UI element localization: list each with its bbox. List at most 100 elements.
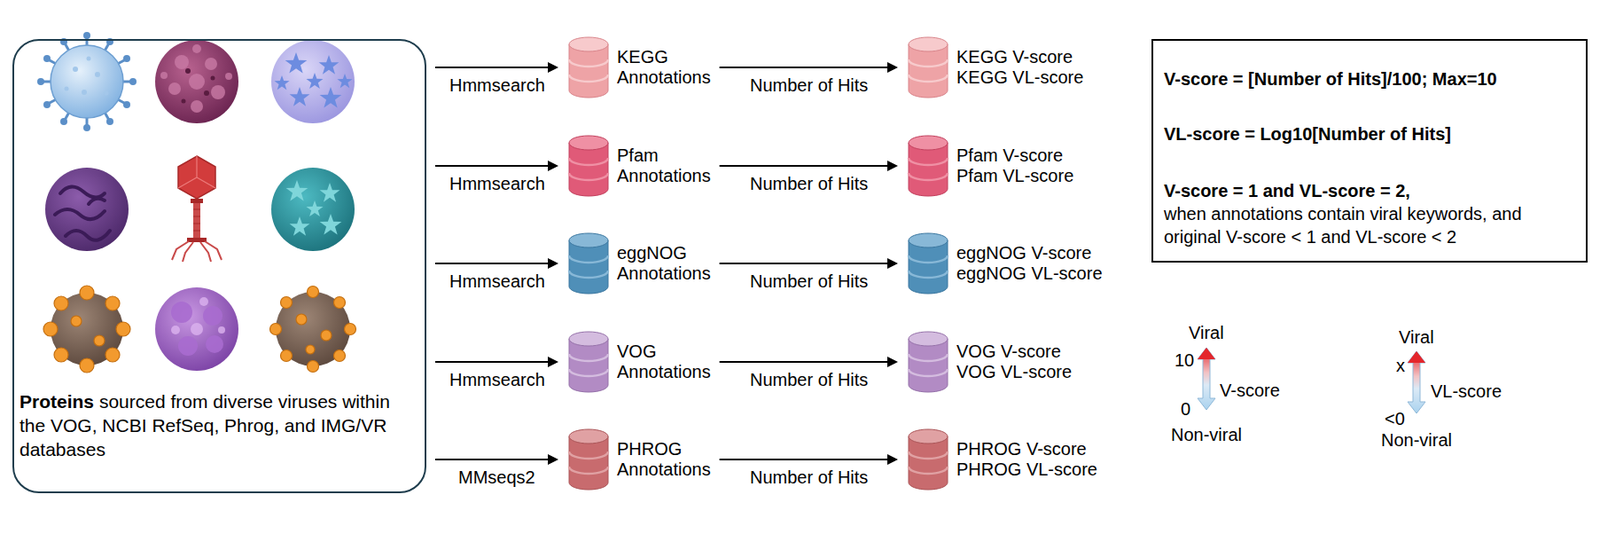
database-top — [569, 135, 609, 150]
art-shape — [178, 156, 216, 188]
database-icon — [906, 231, 950, 296]
art-shape — [334, 296, 346, 309]
art-shape — [1197, 347, 1216, 410]
flow-arrow — [719, 356, 898, 367]
art-shape — [200, 241, 211, 262]
database-body — [569, 142, 609, 196]
flow-arrow — [719, 62, 898, 73]
art-shape — [305, 344, 315, 354]
flow-arrow — [435, 356, 559, 367]
art-shape — [307, 286, 320, 298]
scale-label: x — [1396, 354, 1405, 376]
arrow-shaft — [719, 262, 890, 265]
art-shape — [155, 287, 239, 371]
art-shape — [270, 323, 282, 336]
flow-arrow — [719, 453, 898, 465]
formula-box: V-score = [Number of Hits]/100; Max=10VL… — [1151, 39, 1588, 263]
db-text: Pfam Annotations — [616, 145, 711, 187]
database-top — [569, 233, 609, 248]
art-shape — [289, 86, 311, 107]
database-icon — [906, 35, 950, 100]
flow-arrow — [435, 160, 559, 172]
phage — [171, 156, 222, 262]
score-name: Pfam VL-score — [956, 165, 1074, 187]
art-shape — [79, 358, 94, 373]
database-band — [569, 270, 609, 278]
arrow-label: Number of Hits — [749, 172, 868, 195]
art-shape — [105, 296, 120, 311]
art-shape — [83, 124, 91, 132]
flow-arrow — [435, 257, 559, 269]
art-shape — [174, 54, 189, 70]
arrowhead — [887, 453, 898, 465]
art-shape — [116, 321, 131, 336]
art-shape — [1197, 347, 1216, 360]
formula-line: V-score = 1 and VL-score = 2, — [1163, 179, 1577, 203]
database-body — [908, 436, 948, 490]
arrow-label: Hmmsearch — [449, 172, 546, 195]
arrowhead — [887, 356, 898, 367]
art-shape — [192, 44, 202, 54]
database-top — [569, 429, 609, 444]
arrow-label: Hmmsearch — [449, 270, 546, 292]
database-icon — [567, 427, 610, 492]
arrow-shaft — [435, 458, 550, 461]
database-band — [908, 466, 948, 474]
art-shape — [280, 296, 293, 309]
art-shape — [64, 86, 70, 92]
art-shape — [273, 52, 352, 109]
database-band — [569, 368, 609, 376]
art-shape — [104, 91, 110, 96]
arrow-label: Number of Hits — [749, 74, 868, 96]
db-name: eggNOG Annotations — [616, 242, 711, 284]
art-shape — [43, 285, 131, 373]
arrowhead — [547, 453, 559, 465]
arrowhead — [887, 160, 898, 172]
art-shape — [1407, 351, 1426, 363]
flow-arrow — [435, 453, 559, 465]
database-body — [908, 142, 948, 196]
art-shape — [307, 360, 320, 373]
database-top — [908, 135, 948, 150]
database-body — [569, 338, 609, 392]
art-shape — [60, 186, 105, 197]
score-name: PHROG V-score — [956, 438, 1098, 460]
database-body — [569, 44, 609, 98]
art-shape — [320, 213, 343, 235]
database-icon — [567, 133, 610, 198]
database-body — [908, 44, 948, 98]
art-shape — [280, 350, 293, 362]
art-shape — [171, 301, 224, 356]
art-shape — [182, 241, 194, 262]
db-text: eggNOG Annotations — [616, 242, 711, 284]
database-band — [908, 59, 948, 67]
database-band — [908, 172, 948, 180]
score-db: eggNOG V-scoreeggNOG VL-score — [906, 231, 1103, 296]
score-name: KEGG V-score — [956, 46, 1084, 68]
art-shape — [271, 39, 355, 124]
virus-spiky — [43, 38, 131, 125]
annotation-db: KEGG Annotations — [567, 35, 711, 100]
annotation-db: VOG Annotations — [567, 329, 711, 394]
virus-spike-tips — [37, 31, 137, 132]
database-band — [908, 270, 948, 278]
art-shape — [190, 198, 203, 203]
annotation-db: Pfam Annotations — [567, 133, 711, 198]
scale-label: Non-viral — [1170, 423, 1242, 445]
arrowhead — [887, 62, 898, 73]
database-band — [569, 59, 609, 67]
database-body — [908, 338, 948, 392]
art-shape — [286, 179, 309, 202]
scale-label: 0 — [1180, 398, 1191, 420]
db-text: VOG V-scoreVOG VL-score — [956, 341, 1072, 383]
art-shape — [185, 68, 191, 74]
art-shape — [70, 315, 82, 327]
art-shape — [171, 296, 226, 336]
db-text: VOG Annotations — [616, 341, 711, 383]
art-shape — [181, 99, 187, 104]
art-shape — [123, 101, 131, 109]
scale-label: <0 — [1384, 407, 1405, 430]
art-shape — [79, 285, 94, 300]
art-shape — [60, 117, 68, 125]
database-icon — [567, 231, 610, 296]
